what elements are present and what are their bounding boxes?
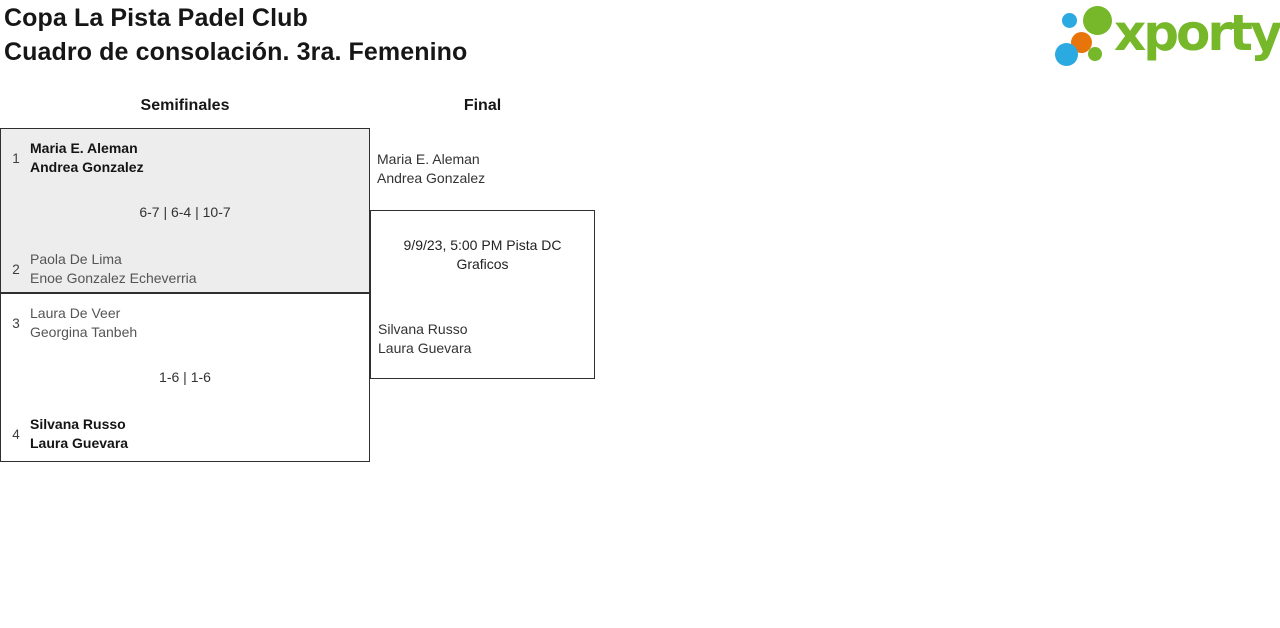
team-entry: 4 Silvana Russo Laura Guevara <box>9 415 361 453</box>
logo-dot-icon <box>1088 47 1102 61</box>
round-header-final: Final <box>463 97 502 114</box>
player-name: Maria E. Aleman <box>377 151 480 167</box>
semifinal-match-1: 1 Maria E. Aleman Andrea Gonzalez 6-7 | … <box>0 128 370 293</box>
match-score: 1-6 | 1-6 <box>159 369 211 385</box>
final-match: 9/9/23, 5:00 PM Pista DC Graficos Silvan… <box>370 210 595 379</box>
player-name: Laura De Veer <box>30 305 121 321</box>
seed-number: 4 <box>12 426 20 442</box>
match-datetime-court: 9/9/23, 5:00 PM Pista DC <box>403 237 562 253</box>
player-name: Silvana Russo <box>30 416 126 432</box>
match-score: 6-7 | 6-4 | 10-7 <box>139 204 231 220</box>
xporty-wordmark: xporty <box>1114 4 1280 62</box>
seed-number: 3 <box>12 315 20 331</box>
logo-dot-icon <box>1062 13 1077 28</box>
team-players: Laura De Veer Georgina Tanbeh <box>30 304 137 342</box>
player-name: Maria E. Aleman <box>30 140 138 156</box>
player-name: Andrea Gonzalez <box>30 159 144 175</box>
team-players: Maria E. Aleman Andrea Gonzalez <box>30 139 144 177</box>
final-team-top: Maria E. Aleman Andrea Gonzalez <box>377 150 485 188</box>
player-name: Paola De Lima <box>30 251 122 267</box>
final-match-info: 9/9/23, 5:00 PM Pista DC Graficos <box>371 236 594 274</box>
player-name: Enoe Gonzalez Echeverria <box>30 270 197 286</box>
team-entry: 2 Paola De Lima Enoe Gonzalez Echeverria <box>9 250 361 288</box>
page-title: Copa La Pista Padel Club Cuadro de conso… <box>4 1 467 69</box>
round-header-semifinales: Semifinales <box>140 97 230 114</box>
seed-number: 2 <box>12 261 20 277</box>
semifinal-match-2: 3 Laura De Veer Georgina Tanbeh 1-6 | 1-… <box>0 293 370 462</box>
draw-name: Cuadro de consolación. 3ra. Femenino <box>4 38 468 66</box>
logo-dot-icon <box>1083 6 1112 35</box>
team-players: Silvana Russo Laura Guevara <box>30 415 128 453</box>
final-team-bottom: Silvana Russo Laura Guevara <box>378 320 471 358</box>
xporty-logo[interactable]: xporty <box>1048 0 1280 70</box>
team-players: Paola De Lima Enoe Gonzalez Echeverria <box>30 250 197 288</box>
player-name: Andrea Gonzalez <box>377 170 486 186</box>
player-name: Laura Guevara <box>30 435 129 451</box>
match-court-line2: Graficos <box>456 256 509 272</box>
player-name: Silvana Russo <box>378 321 468 337</box>
tournament-name: Copa La Pista Padel Club <box>4 4 308 32</box>
logo-dot-icon <box>1055 43 1078 66</box>
player-name: Georgina Tanbeh <box>30 324 138 340</box>
team-entry: 3 Laura De Veer Georgina Tanbeh <box>9 304 361 342</box>
seed-number: 1 <box>12 150 20 166</box>
team-entry: 1 Maria E. Aleman Andrea Gonzalez <box>9 139 361 177</box>
player-name: Laura Guevara <box>378 340 472 356</box>
